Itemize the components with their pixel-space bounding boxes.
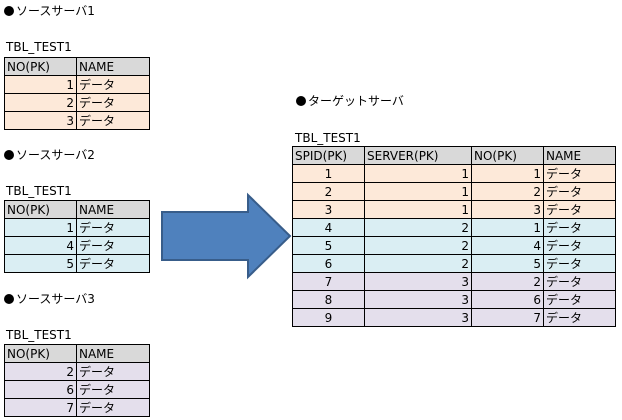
cell-no: 1 xyxy=(4,75,77,94)
cell-server: 1 xyxy=(364,182,472,201)
cell-spid: 5 xyxy=(292,236,365,255)
cell-name: データ xyxy=(76,254,150,273)
cell-no: 7 xyxy=(4,398,77,417)
cell-name: データ xyxy=(76,93,150,112)
source-server-2-table: NO(PK) NAME 1 データ 4 データ 5 データ xyxy=(4,200,150,273)
column-header-no: NO(PK) xyxy=(4,344,77,363)
source-server-2-title: ソースサーバ2 xyxy=(4,147,95,163)
table-row: 2 1 2 データ xyxy=(292,182,616,201)
cell-no: 5 xyxy=(471,254,544,273)
cell-server: 1 xyxy=(364,200,472,219)
table-row: 3 1 3 データ xyxy=(292,200,616,219)
cell-server: 3 xyxy=(364,272,472,291)
cell-no: 1 xyxy=(471,218,544,237)
target-server-title: ターゲットサーバ xyxy=(296,93,404,109)
cell-server: 3 xyxy=(364,308,472,327)
bullet-icon xyxy=(4,150,14,160)
arrow-shape xyxy=(161,192,292,280)
table-row: 5 2 4 データ xyxy=(292,236,616,255)
cell-name: データ xyxy=(76,75,150,94)
cell-name: データ xyxy=(543,164,616,183)
cell-name: データ xyxy=(543,254,616,273)
column-header-server: SERVER(PK) xyxy=(364,146,472,165)
cell-no: 4 xyxy=(471,236,544,255)
cell-no: 2 xyxy=(471,182,544,201)
table-header-row: SPID(PK) SERVER(PK) NO(PK) NAME xyxy=(292,146,616,165)
cell-server: 3 xyxy=(364,290,472,309)
source-server-1-title: ソースサーバ1 xyxy=(4,3,95,19)
cell-name: データ xyxy=(543,308,616,327)
source-server-3-title: ソースサーバ3 xyxy=(4,291,95,307)
table-header-row: NO(PK) NAME xyxy=(4,200,150,219)
cell-spid: 9 xyxy=(292,308,365,327)
column-header-no: NO(PK) xyxy=(4,200,77,219)
target-server-table: SPID(PK) SERVER(PK) NO(PK) NAME 1 1 1 デー… xyxy=(292,146,616,327)
cell-no: 7 xyxy=(471,308,544,327)
cell-server: 2 xyxy=(364,218,472,237)
column-header-name: NAME xyxy=(76,200,150,219)
table-row: 5 データ xyxy=(4,254,150,273)
cell-no: 4 xyxy=(4,236,77,255)
cell-name: データ xyxy=(76,380,150,399)
table-row: 6 2 5 データ xyxy=(292,254,616,273)
target-server-table-name: TBL_TEST1 xyxy=(295,131,361,145)
cell-name: データ xyxy=(543,218,616,237)
cell-server: 2 xyxy=(364,236,472,255)
cell-spid: 4 xyxy=(292,218,365,237)
cell-spid: 2 xyxy=(292,182,365,201)
bullet-icon xyxy=(4,6,14,16)
bullet-icon xyxy=(296,96,306,106)
column-header-name: NAME xyxy=(543,146,616,165)
cell-name: データ xyxy=(76,236,150,255)
table-row: 4 データ xyxy=(4,236,150,255)
table-row: 1 データ xyxy=(4,218,150,237)
cell-no: 3 xyxy=(4,111,77,130)
table-row: 7 データ xyxy=(4,398,150,417)
table-row: 8 3 6 データ xyxy=(292,290,616,309)
source-server-3-table: NO(PK) NAME 2 データ 6 データ 7 データ xyxy=(4,344,150,417)
table-header-row: NO(PK) NAME xyxy=(4,344,150,363)
table-row: 1 データ xyxy=(4,75,150,94)
cell-no: 6 xyxy=(4,380,77,399)
table-row: 7 3 2 データ xyxy=(292,272,616,291)
cell-no: 6 xyxy=(471,290,544,309)
cell-spid: 1 xyxy=(292,164,365,183)
cell-name: データ xyxy=(76,398,150,417)
cell-no: 2 xyxy=(471,272,544,291)
table-row: 9 3 7 データ xyxy=(292,308,616,327)
table-row: 4 2 1 データ xyxy=(292,218,616,237)
cell-no: 1 xyxy=(4,218,77,237)
source-server-3-table-name: TBL_TEST1 xyxy=(6,328,72,342)
table-row: 6 データ xyxy=(4,380,150,399)
cell-name: データ xyxy=(543,200,616,219)
column-header-spid: SPID(PK) xyxy=(292,146,365,165)
column-header-no: NO(PK) xyxy=(471,146,544,165)
cell-name: データ xyxy=(543,182,616,201)
cell-server: 2 xyxy=(364,254,472,273)
cell-name: データ xyxy=(543,290,616,309)
cell-no: 3 xyxy=(471,200,544,219)
column-header-no: NO(PK) xyxy=(4,57,77,76)
cell-name: データ xyxy=(543,236,616,255)
cell-no: 5 xyxy=(4,254,77,273)
cell-name: データ xyxy=(76,362,150,381)
table-row: 1 1 1 データ xyxy=(292,164,616,183)
cell-spid: 3 xyxy=(292,200,365,219)
source-server-1-table: NO(PK) NAME 1 データ 2 データ 3 データ xyxy=(4,57,150,130)
table-row: 3 データ xyxy=(4,111,150,130)
cell-server: 1 xyxy=(364,164,472,183)
cell-spid: 8 xyxy=(292,290,365,309)
cell-name: データ xyxy=(76,111,150,130)
cell-spid: 7 xyxy=(292,272,365,291)
column-header-name: NAME xyxy=(76,344,150,363)
source-server-2-table-name: TBL_TEST1 xyxy=(6,184,72,198)
cell-name: データ xyxy=(543,272,616,291)
cell-no: 1 xyxy=(471,164,544,183)
cell-spid: 6 xyxy=(292,254,365,273)
bullet-icon xyxy=(4,294,14,304)
source-server-1-table-name: TBL_TEST1 xyxy=(6,40,72,54)
cell-name: データ xyxy=(76,218,150,237)
